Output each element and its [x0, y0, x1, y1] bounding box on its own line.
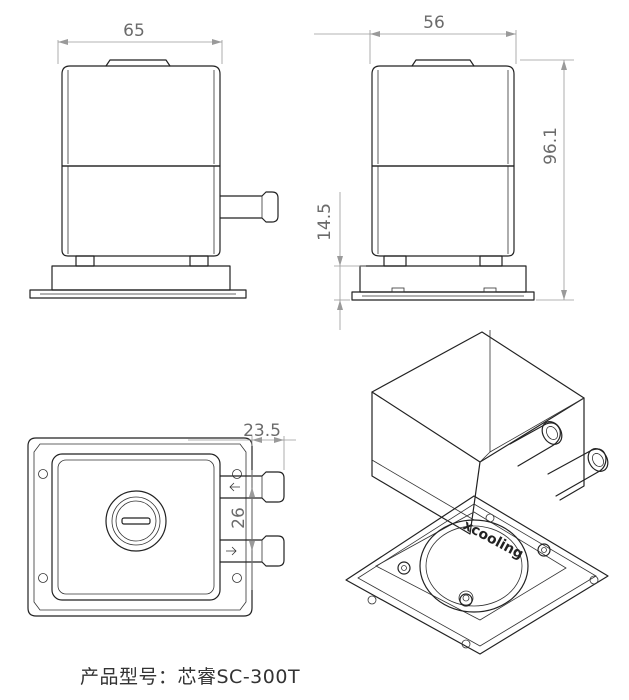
dim-side-depth-label: 56 [423, 13, 445, 33]
dim-front-width-label: 65 [123, 21, 145, 41]
side-view [351, 59, 535, 301]
isometric-view: xcooling [345, 330, 609, 655]
front-view [29, 59, 279, 299]
dim-port-spacing-label: 26 [229, 507, 249, 529]
dim-top-offset: 23.5 [188, 421, 296, 470]
dim-port-spacing: 26 [229, 470, 255, 590]
dim-front-width: 65 [57, 21, 223, 64]
brand-mark: xcooling [460, 517, 526, 562]
dim-top-offset-label: 23.5 [243, 421, 281, 441]
dim-side-depth: 56 [314, 13, 517, 64]
technical-drawing: 65 56 96.1 [27, 13, 609, 655]
dim-total-height-label: 96.1 [541, 127, 561, 165]
dim-outlet-height-label: 14.5 [315, 203, 335, 241]
top-view [27, 437, 285, 617]
dim-total-height: 96.1 [520, 59, 574, 301]
dim-outlet-height: 14.5 [315, 192, 366, 330]
product-model-caption: 产品型号：芯睿SC-300T [80, 666, 301, 688]
